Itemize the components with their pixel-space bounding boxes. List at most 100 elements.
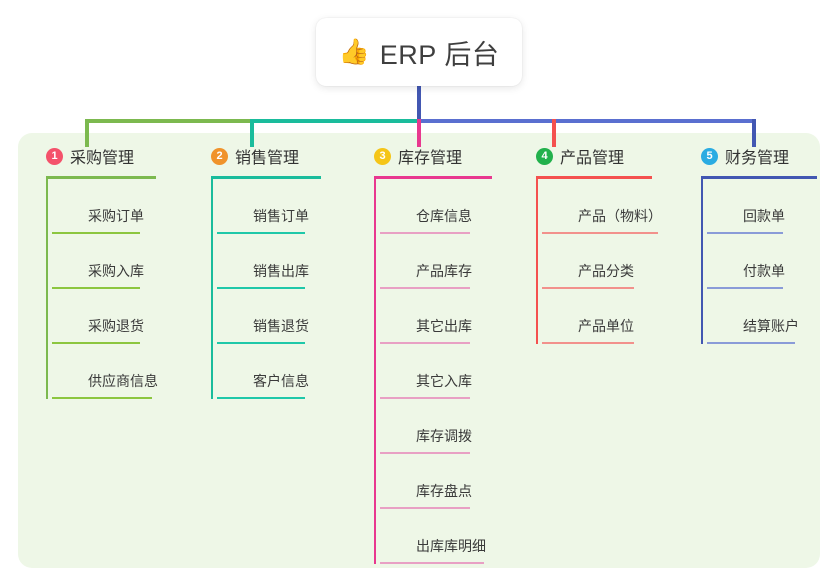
branch-item-underline xyxy=(542,232,658,234)
branch-item-label: 产品分类 xyxy=(578,263,634,279)
branch-item-label: 其它出库 xyxy=(416,318,472,334)
branch-badge-5: 5 xyxy=(701,147,718,165)
branch-item-underline xyxy=(380,287,470,289)
branch-header-5[interactable]: 5 财务管理 xyxy=(695,143,817,169)
branch-item[interactable]: 其它出库 xyxy=(374,289,492,344)
branch-spine-4 xyxy=(536,179,538,344)
connector-root-stem xyxy=(417,86,421,123)
diagram-panel xyxy=(18,133,820,568)
branch-item-label: 结算账户 xyxy=(743,318,799,334)
branch-item-underline xyxy=(380,397,470,399)
branch-item-underline xyxy=(52,287,140,289)
branch-item[interactable]: 采购退货 xyxy=(46,289,156,344)
branch-column-1: 1 采购管理采购订单采购入库采购退货供应商信息 xyxy=(40,143,158,399)
branch-item-label: 其它入库 xyxy=(416,373,472,389)
branch-item-underline xyxy=(542,342,634,344)
branch-item[interactable]: 销售出库 xyxy=(211,234,321,289)
connector-bus-segment-2 xyxy=(250,119,421,123)
branch-item[interactable]: 产品（物料） xyxy=(536,179,662,234)
branch-item-label: 采购入库 xyxy=(88,263,144,279)
branch-badge-3: 3 xyxy=(374,147,391,165)
branch-item-label: 采购退货 xyxy=(88,318,144,334)
branch-item[interactable]: 结算账户 xyxy=(701,289,817,344)
branch-item[interactable]: 产品单位 xyxy=(536,289,652,344)
branch-item-label: 仓库信息 xyxy=(416,208,472,224)
branch-spine-3 xyxy=(374,179,376,564)
branch-underline-1 xyxy=(46,176,156,179)
branch-item-underline xyxy=(217,397,305,399)
branch-item[interactable]: 供应商信息 xyxy=(46,344,158,399)
branch-item-label: 销售退货 xyxy=(253,318,309,334)
connector-drop-2 xyxy=(250,119,254,147)
root-title: ERP 后台 xyxy=(379,39,500,70)
branch-title-2: 销售管理 xyxy=(235,150,300,167)
branch-item-label: 产品（物料） xyxy=(578,208,662,224)
branch-item-label: 采购订单 xyxy=(88,208,144,224)
branch-item-underline xyxy=(217,232,305,234)
branch-item-underline xyxy=(707,232,783,234)
branch-item-underline xyxy=(542,287,634,289)
connector-drop-1 xyxy=(85,119,89,147)
root-node[interactable]: 👍 ERP 后台 xyxy=(316,18,522,86)
branch-items-4: 产品（物料） 产品分类产品单位 xyxy=(530,179,662,344)
branch-item[interactable]: 产品库存 xyxy=(374,234,492,289)
branch-header-1[interactable]: 1 采购管理 xyxy=(40,143,156,169)
branch-spine-1 xyxy=(46,179,48,399)
branch-item[interactable]: 库存调拨 xyxy=(374,399,492,454)
branch-item-underline xyxy=(52,342,140,344)
branch-item-underline xyxy=(707,287,783,289)
branch-items-5: 回款单付款单结算账户 xyxy=(695,179,817,344)
branch-item[interactable]: 回款单 xyxy=(701,179,817,234)
branch-badge-4: 4 xyxy=(536,147,553,165)
branch-item-label: 付款单 xyxy=(743,263,785,279)
branch-items-3: 仓库信息产品库存其它出库其它入库库存调拨库存盘点出库库明细 xyxy=(368,179,492,564)
branch-item[interactable]: 其它入库 xyxy=(374,344,492,399)
branch-item-underline xyxy=(380,452,470,454)
branch-item-underline xyxy=(380,562,484,564)
branch-title-5: 财务管理 xyxy=(725,150,790,167)
branch-item-underline xyxy=(52,232,140,234)
branch-item-label: 产品库存 xyxy=(416,263,472,279)
connector-drop-3 xyxy=(417,119,421,147)
branch-item-underline xyxy=(217,342,305,344)
branch-item-label: 客户信息 xyxy=(253,373,309,389)
branch-item-label: 出库库明细 xyxy=(416,538,486,554)
branch-item-label: 供应商信息 xyxy=(88,373,158,389)
branch-item[interactable]: 付款单 xyxy=(701,234,817,289)
branch-item[interactable]: 采购订单 xyxy=(46,179,156,234)
branch-item-underline xyxy=(380,342,470,344)
branch-item-underline xyxy=(380,507,470,509)
branch-item[interactable]: 销售订单 xyxy=(211,179,321,234)
branch-item[interactable]: 客户信息 xyxy=(211,344,321,399)
connector-drop-5 xyxy=(752,119,756,147)
connector-bus-segment-1 xyxy=(85,119,250,123)
branch-item-label: 库存调拨 xyxy=(416,428,472,444)
branch-item[interactable]: 采购入库 xyxy=(46,234,156,289)
branch-item-underline xyxy=(217,287,305,289)
thumbs-up-icon: 👍 xyxy=(338,37,370,66)
branch-title-4: 产品管理 xyxy=(560,150,625,167)
branch-item[interactable]: 仓库信息 xyxy=(374,179,492,234)
branch-underline-4 xyxy=(536,176,652,179)
branch-item[interactable]: 出库库明细 xyxy=(374,509,492,564)
branch-spine-5 xyxy=(701,179,703,344)
branch-item-label: 销售出库 xyxy=(253,263,309,279)
branch-badge-1: 1 xyxy=(46,147,63,165)
branch-item[interactable]: 库存盘点 xyxy=(374,454,492,509)
branch-item-underline xyxy=(52,397,152,399)
branch-header-4[interactable]: 4 产品管理 xyxy=(530,143,652,169)
branch-title-1: 采购管理 xyxy=(70,150,135,167)
connector-bus-segment-3 xyxy=(417,119,756,123)
branch-items-2: 销售订单销售出库销售退货客户信息 xyxy=(205,179,321,399)
branch-item[interactable]: 产品分类 xyxy=(536,234,652,289)
branch-underline-2 xyxy=(211,176,321,179)
branch-item-label: 销售订单 xyxy=(253,208,309,224)
branch-item[interactable]: 销售退货 xyxy=(211,289,321,344)
branch-underline-5 xyxy=(701,176,817,179)
branch-column-5: 5 财务管理回款单付款单结算账户 xyxy=(695,143,817,344)
branch-item-label: 回款单 xyxy=(743,208,785,224)
